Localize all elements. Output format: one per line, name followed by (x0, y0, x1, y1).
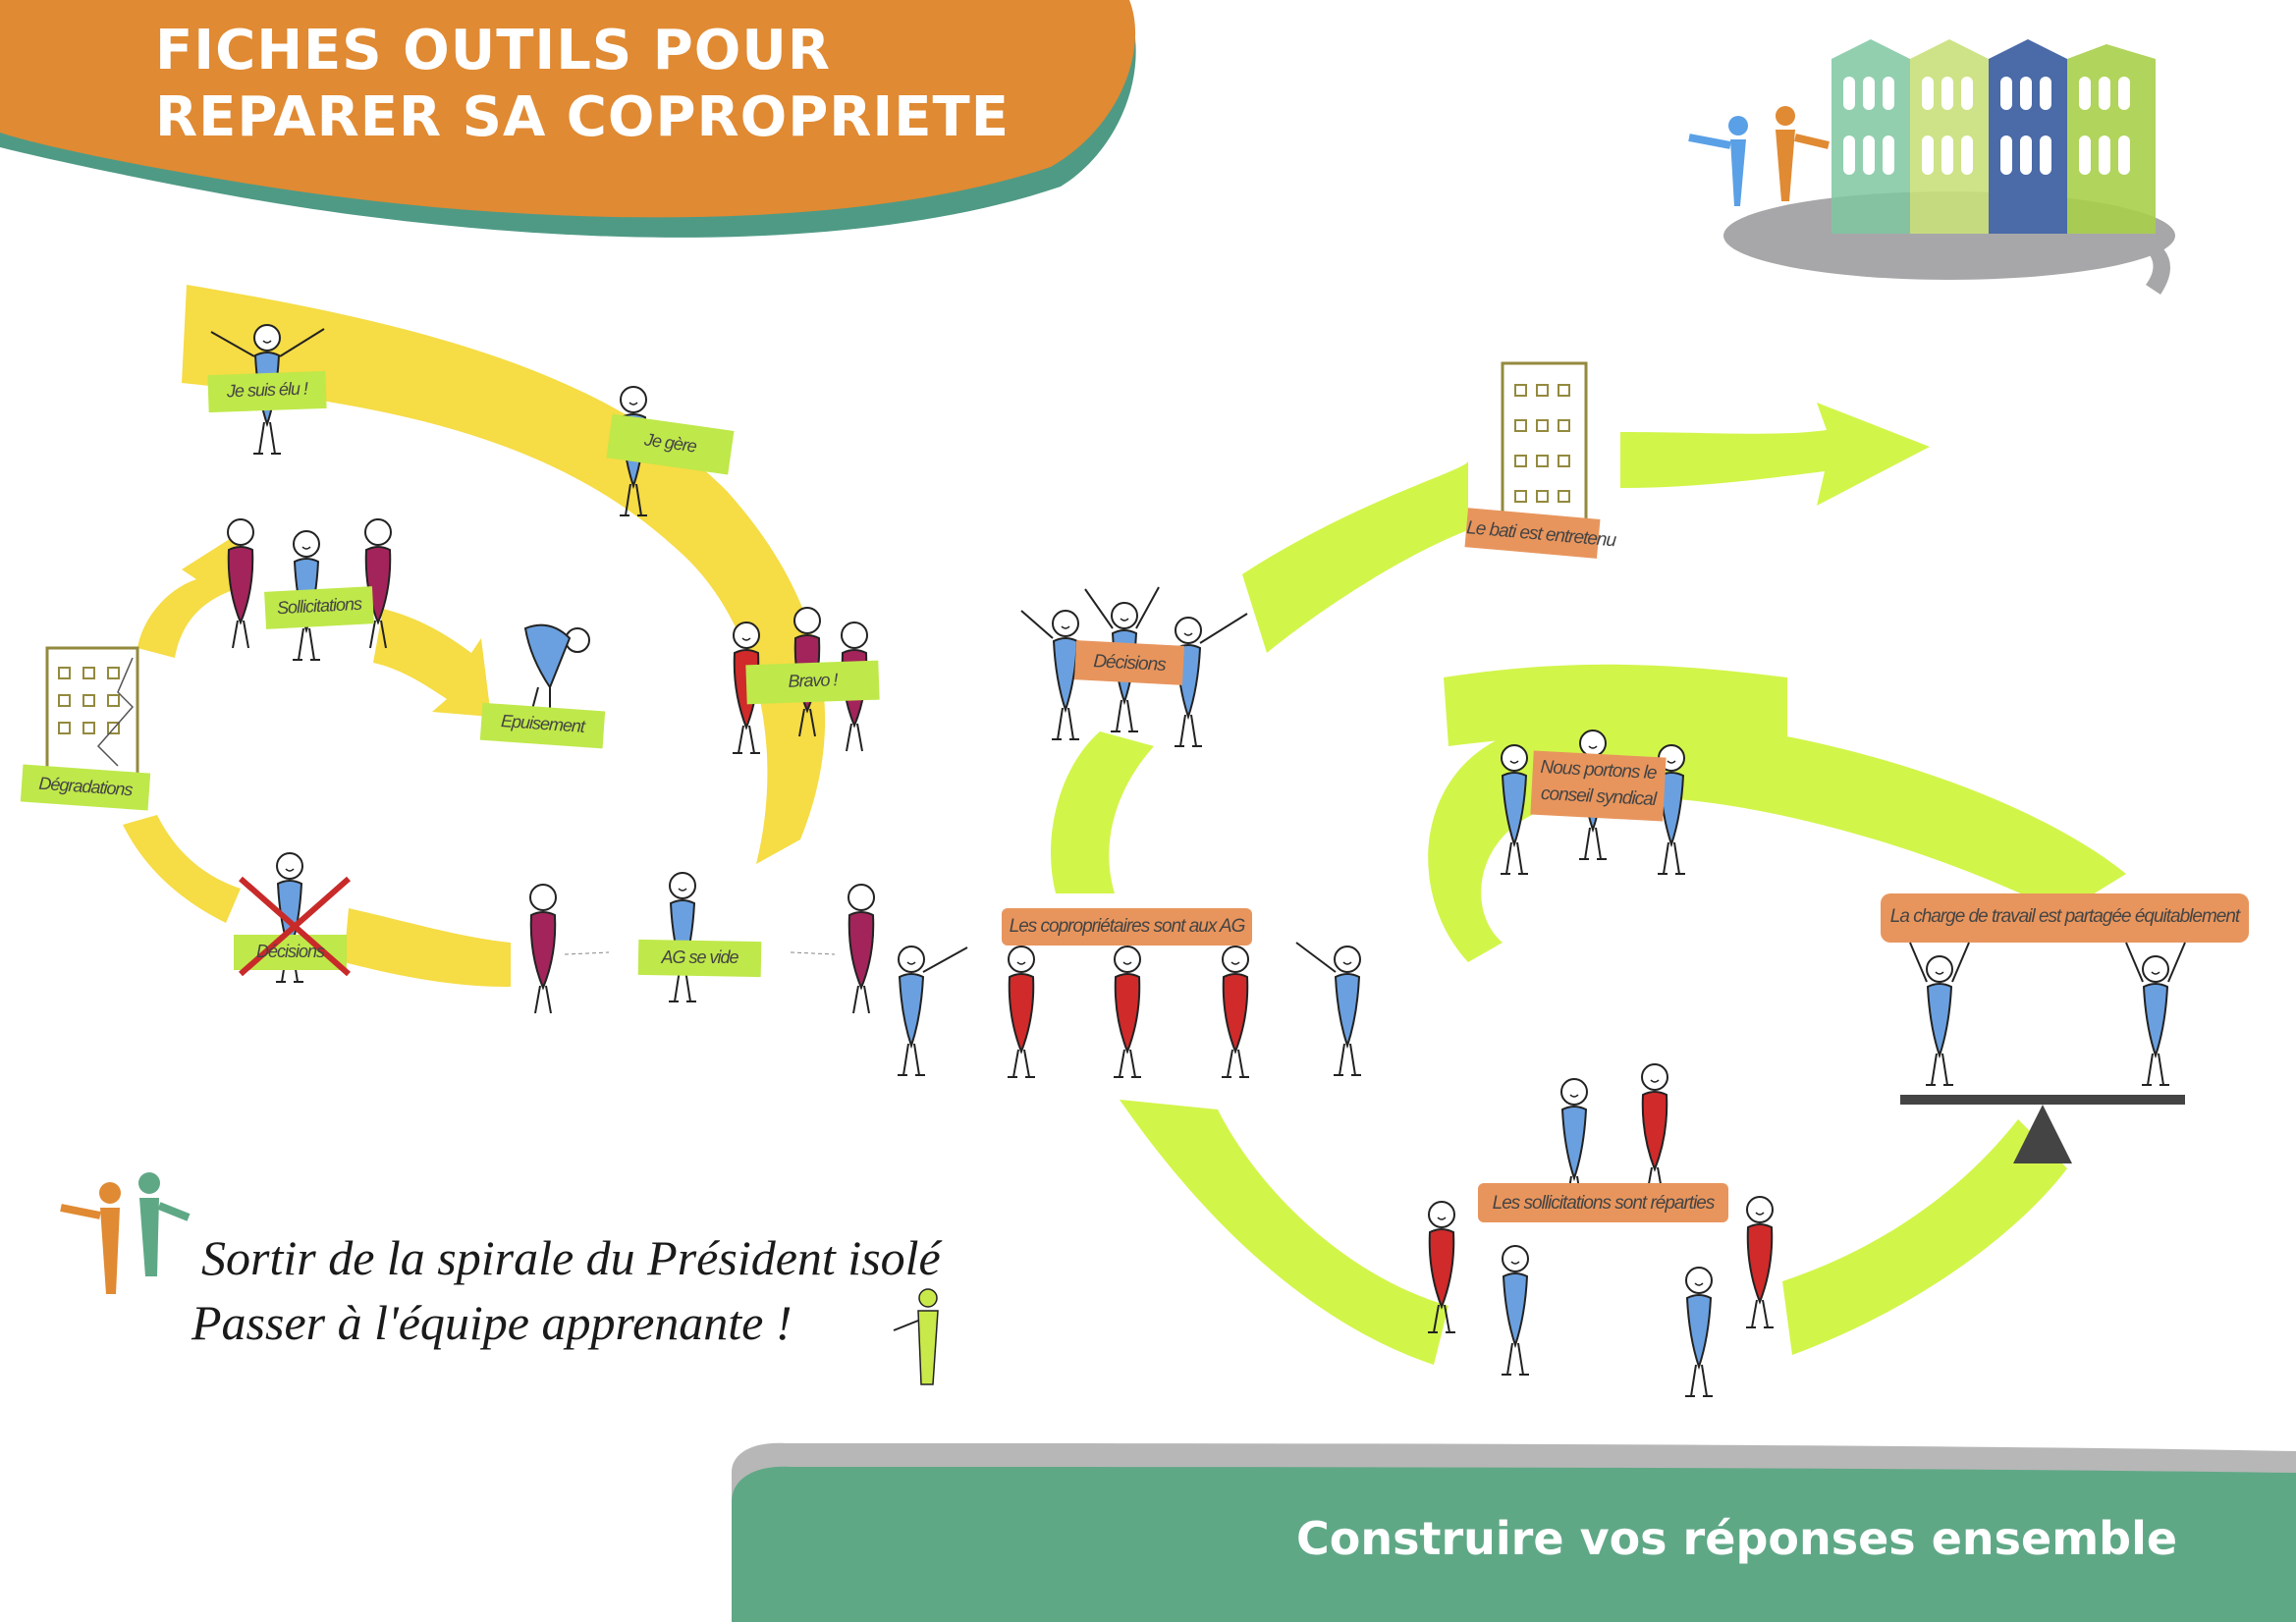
label-elected: Je suis élu ! (226, 378, 308, 402)
group-owners-at-ag (897, 908, 1362, 1078)
label-solicitations-shared-bg (1478, 1183, 1728, 1222)
spiral-team (1051, 403, 2126, 1365)
maintained-building (1464, 361, 1601, 559)
slogan-figures (60, 1172, 191, 1294)
label-owners-at-ag: Les copropriétaires sont aux AG (1009, 916, 1246, 937)
label-council-bg (1530, 750, 1667, 822)
group-solicitations (227, 518, 392, 661)
yellow-arrow-inner-top (137, 535, 491, 717)
figures-leaving-ag (529, 872, 875, 1014)
label-decisions-cancelled: Décisions (255, 942, 325, 961)
figure-exhausted (479, 623, 606, 749)
seesaw-fulcrum (2013, 1105, 2072, 1163)
label-workload: La charge de travail est partagée équita… (1889, 906, 2240, 927)
label-elected-bg (207, 370, 327, 413)
group-solicitations-shared (1427, 1063, 1775, 1397)
lime-arrow-bottom (1120, 1100, 2067, 1365)
slogan-line-2: Passer à l'équipe apprenante ! (191, 1295, 793, 1350)
cross-icon (239, 876, 351, 977)
slogan-figure-lime (893, 1288, 939, 1385)
title-line-1: FICHES OUTILS POUR (155, 19, 832, 82)
logo-person-orange (1776, 106, 1830, 201)
group-decisions (1020, 586, 1248, 747)
page-title: FICHES OUTILS POUR REPARER SA COPROPRIET… (155, 18, 1010, 151)
label-ag-empty: AG se vide (661, 947, 738, 967)
logo-person-blue (1688, 116, 1748, 206)
label-manage-bg (606, 413, 735, 475)
label-building-maintained-bg (1464, 508, 1601, 559)
group-workload (1881, 893, 2249, 1163)
group-bravo (732, 607, 880, 754)
figure-elected (207, 324, 327, 455)
header-banner (0, 0, 1136, 238)
lime-arrow-mid-left (1051, 731, 1154, 893)
copropriete-logo (1688, 39, 2175, 295)
footer-banner (732, 1442, 2296, 1622)
lime-arrow-right (1242, 403, 1930, 653)
figure-decisions-cancelled (234, 852, 351, 983)
label-degradations-bg (20, 764, 151, 811)
label-solicitations-bg (264, 586, 374, 629)
label-exhaustion-bg (479, 702, 606, 749)
label-solicitations-shared: Les sollicitations sont réparties (1492, 1193, 1716, 1214)
group-council (1500, 730, 1686, 875)
label-bravo-bg (745, 660, 880, 705)
yellow-arrow-left-bottom (123, 815, 511, 987)
footer-tagline: Construire vos réponses ensemble (1296, 1512, 2178, 1565)
label-decisions-team-bg (1074, 640, 1184, 685)
label-workload-bg (1881, 893, 2249, 943)
label-ag-empty-bg (637, 939, 762, 978)
yellow-arrow-top (182, 285, 826, 864)
degraded-building (20, 646, 151, 811)
seesaw-plank (1900, 1095, 2185, 1105)
label-owners-bg (1002, 908, 1252, 946)
spiral-president (123, 285, 826, 987)
title-line-2: REPARER SA COPROPRIETE (155, 85, 1010, 149)
figure-manager (606, 386, 735, 516)
slogan-line-1: Sortir de la spirale du Président isolé (201, 1230, 941, 1285)
